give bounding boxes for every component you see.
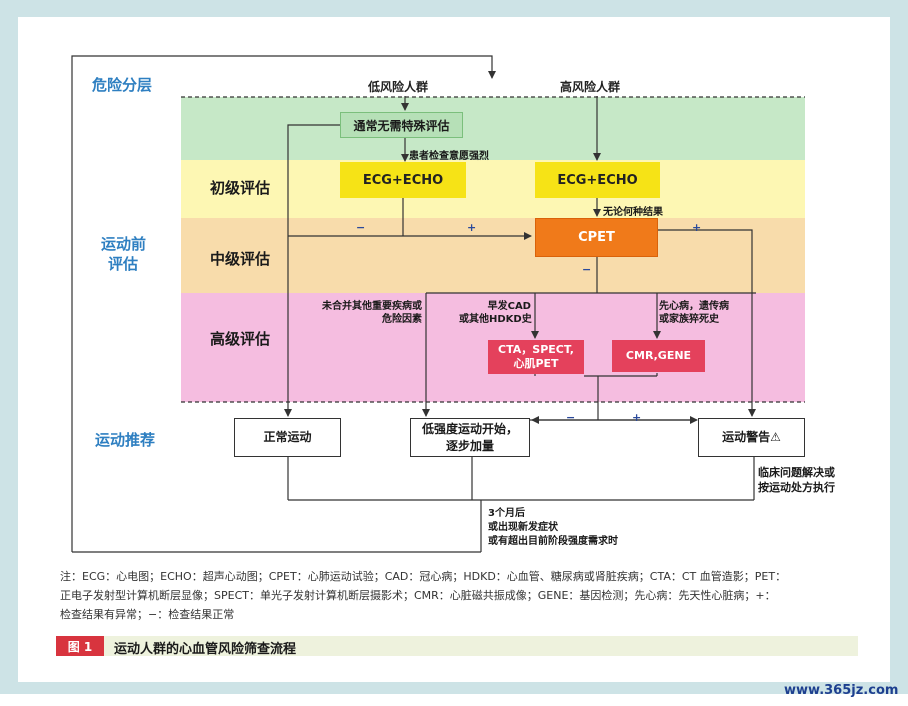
sign-plus-ecg: + — [467, 221, 477, 234]
box-cmr-gene: CMR,GENE — [612, 340, 705, 372]
note-no-comorbidity: 未合并其他重要疾病或 危险因素 — [322, 300, 422, 326]
box-cta-spect-pet: CTA，SPECT, 心肌PET — [488, 340, 584, 374]
side-label-pre: 运动前 评估 — [101, 234, 146, 274]
sign-minus-ecg: − — [356, 221, 366, 234]
note-follow-up-line3: 或有超出目前阶段强度需求时 — [488, 536, 618, 547]
note-clinical: 临床问题解决或 按运动处方执行 — [758, 465, 835, 495]
box-cta-line2: 心肌PET — [513, 357, 559, 370]
band-risk — [181, 97, 805, 160]
note-follow-up-line1: 3个月后 — [488, 508, 525, 519]
box-cta-line1: CTA，SPECT, — [498, 343, 574, 356]
box-exercise-warning: 运动警告⚠ — [698, 418, 805, 457]
side-label-pre-line1: 运动前 — [101, 235, 147, 253]
figure-note-line3: 检查结果有异常；−：检查结果正常 — [60, 608, 235, 621]
box-cpet: CPET — [535, 218, 658, 257]
box-low-intensity-line2: 逐步加量 — [445, 438, 494, 453]
note-early-cad-line2: 或其他HDKD史 — [459, 314, 532, 325]
stage-primary: 初级评估 — [210, 179, 271, 197]
watermark: www.365jz.com — [784, 683, 899, 698]
figure-note: 注：ECG：心电图；ECHO：超声心动图；CPET：心肺运动试验；CAD：冠心病… — [60, 567, 860, 624]
stage-middle: 中级评估 — [210, 250, 271, 268]
note-clinical-line2: 按运动处方执行 — [758, 481, 835, 494]
stage-advanced: 高级评估 — [210, 330, 271, 348]
figure-caption: 图 1 运动人群的心血管风险筛查流程 — [56, 636, 858, 657]
note-early-cad-line1: 早发CAD — [487, 301, 531, 312]
figure-note-line1: 注：ECG：心电图；ECHO：超声心动图；CPET：心肺运动试验；CAD：冠心病… — [60, 570, 787, 583]
group-low: 低风险人群 — [368, 80, 429, 94]
note-early-cad: 早发CAD 或其他HDKD史 — [459, 300, 532, 326]
box-ecg-echo-high: ECG+ECHO — [535, 162, 660, 198]
side-label-rec: 运动推荐 — [95, 431, 156, 449]
note-patient-wish: 患者检查意愿强烈 — [409, 151, 489, 162]
note-follow-up: 3个月后 或出现新发症状 或有超出目前阶段强度需求时 — [488, 507, 618, 549]
note-congenital-line2: 或家族猝死史 — [659, 314, 719, 325]
box-normal-exercise: 正常运动 — [234, 418, 341, 457]
figure-caption-tag: 图 1 — [56, 636, 104, 656]
group-high: 高风险人群 — [560, 80, 621, 94]
note-congenital: 先心病，遗传病 或家族猝死史 — [659, 300, 729, 326]
box-ecg-echo-low: ECG+ECHO — [340, 162, 466, 198]
note-regardless: 无论何种结果 — [603, 207, 663, 218]
note-no-comorbidity-line1: 未合并其他重要疾病或 — [322, 301, 422, 312]
box-low-intensity: 低强度运动开始， 逐步加量 — [410, 418, 530, 457]
note-congenital-line1: 先心病，遗传病 — [659, 301, 729, 312]
side-label-risk: 危险分层 — [92, 76, 153, 94]
figure-caption-text: 运动人群的心血管风险筛查流程 — [114, 642, 297, 657]
band-primary — [181, 160, 805, 218]
note-follow-up-line2: 或出现新发症状 — [488, 522, 558, 533]
sign-minus-cpet: − — [582, 263, 592, 276]
sign-plus-cpet: + — [692, 221, 702, 234]
sign-minus-advanced: − — [566, 411, 576, 424]
note-no-comorbidity-line2: 危险因素 — [382, 314, 422, 325]
sign-plus-advanced: + — [632, 411, 642, 424]
box-low-intensity-line1: 低强度运动开始， — [421, 421, 518, 436]
box-no-special: 通常无需特殊评估 — [340, 112, 463, 138]
figure-note-line2: 正电子发射型计算机断层显像；SPECT：单光子发射计算机断层摄影术；CMR：心脏… — [60, 589, 776, 602]
side-label-pre-line2: 评估 — [108, 255, 139, 273]
note-clinical-line1: 临床问题解决或 — [758, 466, 835, 479]
